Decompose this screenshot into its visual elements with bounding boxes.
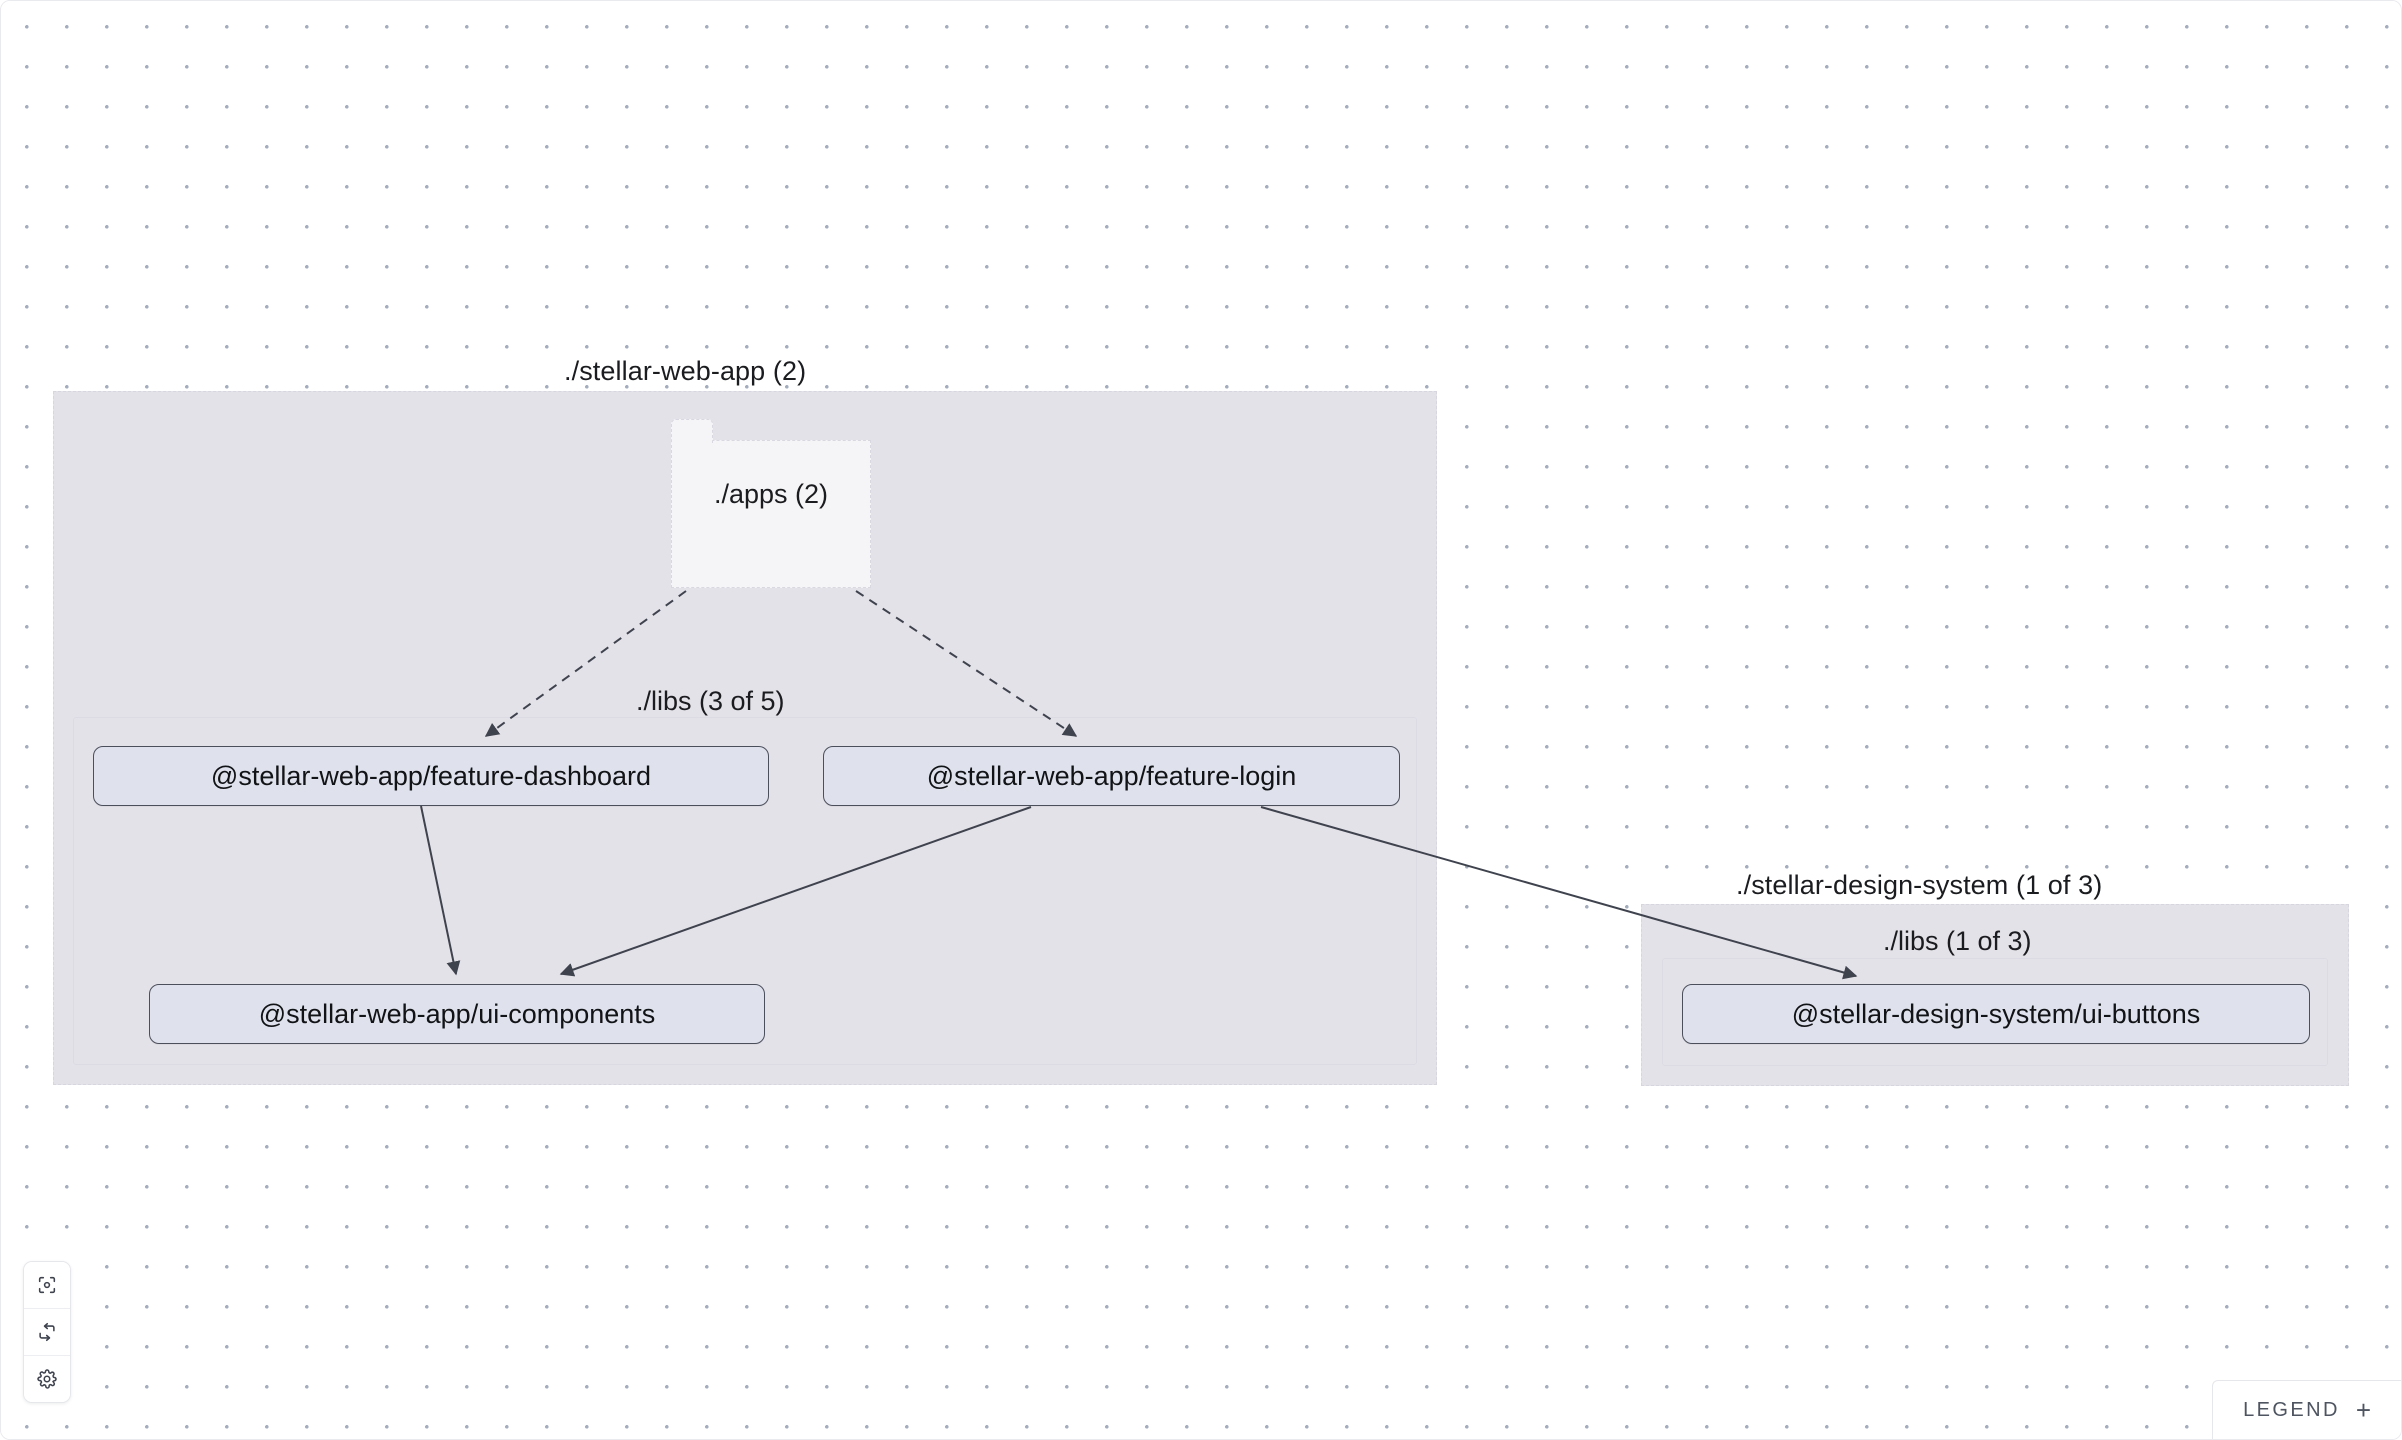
refresh-icon (36, 1321, 58, 1343)
group-label-stellar-web-app: ./stellar-web-app (2) (564, 356, 807, 386)
plus-icon: + (2355, 1395, 2371, 1425)
refresh-graph-button[interactable] (24, 1309, 70, 1356)
project-node-ui-components[interactable]: @stellar-web-app/ui-components (149, 984, 765, 1044)
focus-target-icon (36, 1274, 58, 1296)
settings-button[interactable] (24, 1356, 70, 1402)
group-label-stellar-design-system: ./stellar-design-system (1 of 3) (1736, 870, 2103, 900)
legend-button[interactable]: LEGEND + (2212, 1380, 2401, 1439)
folder-label-apps: ./apps (2) (713, 479, 829, 509)
folder-tab-shape (670, 419, 713, 446)
legend-label: LEGEND (2243, 1398, 2340, 1421)
graph-controls (23, 1261, 71, 1403)
project-node-feature-login[interactable]: @stellar-web-app/feature-login (823, 746, 1400, 806)
subgroup-label-web-app-libs: ./libs (3 of 5) (636, 686, 785, 716)
project-node-ui-buttons[interactable]: @stellar-design-system/ui-buttons (1682, 984, 2310, 1044)
focus-graph-button[interactable] (24, 1262, 70, 1309)
project-node-feature-dashboard[interactable]: @stellar-web-app/feature-dashboard (93, 746, 769, 806)
gear-icon (36, 1368, 58, 1390)
folder-node-apps[interactable]: ./apps (2) (670, 419, 871, 588)
subgroup-label-design-system-libs: ./libs (1 of 3) (1883, 926, 2032, 956)
